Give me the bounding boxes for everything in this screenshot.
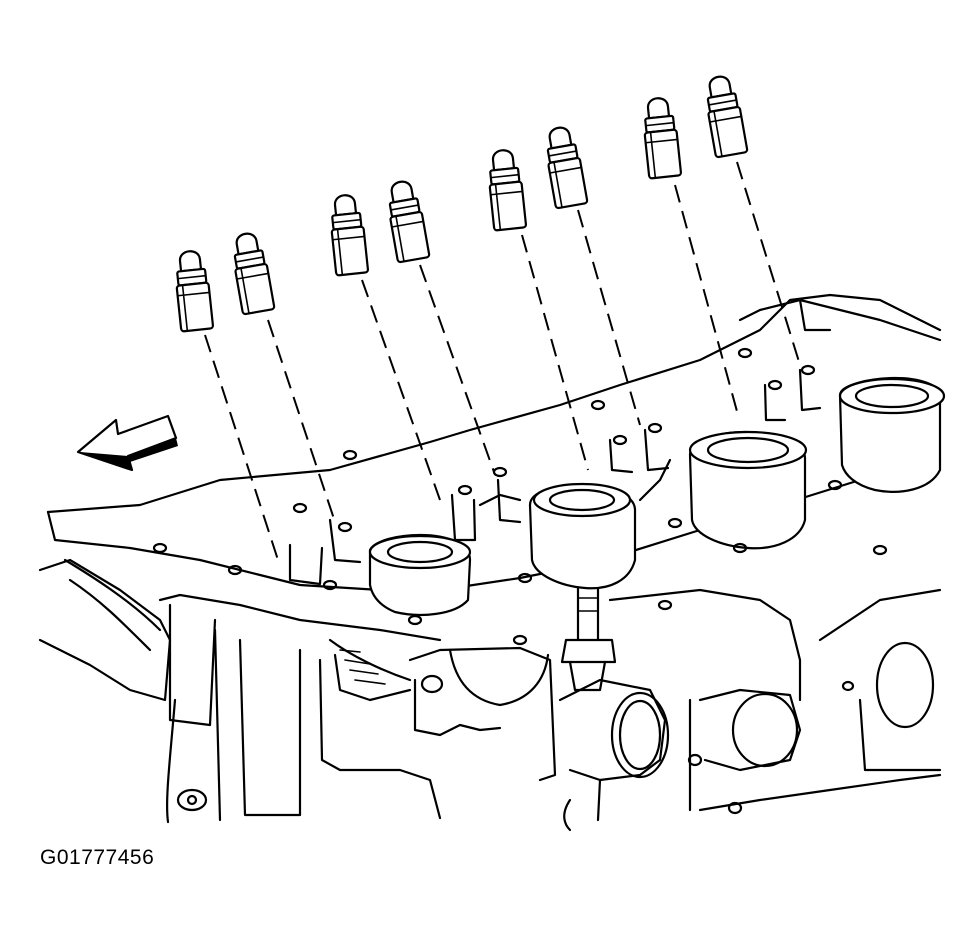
lifter-bore-towers	[368, 376, 946, 616]
lifter-3	[327, 192, 370, 277]
deck-holes	[152, 347, 888, 646]
stud-bolt	[560, 570, 617, 692]
hydraulic-valve-lifters	[172, 72, 749, 333]
lifter-2	[228, 229, 276, 316]
installation-guide-lines	[204, 161, 801, 561]
lifter-8	[701, 72, 749, 159]
lifter-bores	[288, 368, 822, 586]
lifter-1	[172, 248, 215, 333]
lifter-5	[485, 147, 528, 232]
coolant-fitting	[558, 678, 670, 832]
lifter-7	[640, 95, 683, 180]
figure-id-label: G01777456	[40, 846, 155, 869]
lifter-6	[541, 123, 589, 210]
front-direction-arrow	[76, 414, 178, 472]
cylinder-head	[38, 293, 946, 832]
lifter-4	[383, 177, 431, 264]
